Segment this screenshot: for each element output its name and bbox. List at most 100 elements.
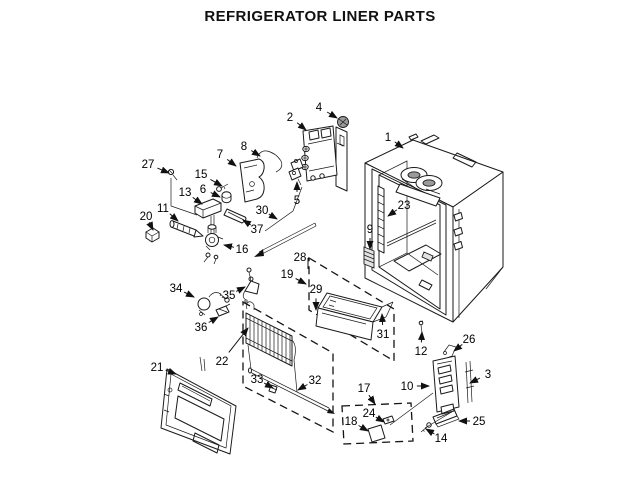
- screw-part-12: [418, 320, 424, 334]
- callout-37: 37: [242, 219, 264, 236]
- svg-text:37: 37: [251, 224, 264, 236]
- svg-text:19: 19: [281, 269, 294, 281]
- svg-text:21: 21: [151, 362, 164, 374]
- callout-22: 22: [216, 327, 249, 368]
- callout-24: 24: [363, 408, 385, 423]
- grommet-part-4: [337, 116, 349, 128]
- fitting-part-36: [215, 303, 231, 317]
- wire-part-8: [256, 150, 283, 173]
- svg-text:13: 13: [179, 187, 192, 199]
- nut-part-6: [221, 191, 232, 204]
- svg-text:5: 5: [294, 195, 300, 207]
- tube-part-28: [254, 222, 317, 257]
- rear-panel-part-21: [160, 356, 237, 455]
- pad-part-18: [367, 424, 386, 443]
- callout-7: 7: [217, 149, 237, 167]
- bracket-part-7: [239, 158, 265, 203]
- mounting-plate: [335, 126, 348, 192]
- clamp-part-34: [197, 292, 230, 316]
- svg-text:20: 20: [140, 211, 153, 223]
- svg-text:30: 30: [256, 205, 269, 217]
- svg-text:12: 12: [415, 346, 428, 358]
- callout-19: 19: [281, 269, 307, 285]
- page-title: REFRIGERATOR LINER PARTS: [204, 8, 436, 25]
- clip-part-24: [382, 415, 395, 425]
- dashed-region-part-17: [341, 402, 414, 445]
- callout-4: 4: [316, 102, 338, 119]
- callout-33: 33: [251, 374, 274, 389]
- svg-text:18: 18: [345, 416, 358, 428]
- svg-text:23: 23: [398, 200, 411, 212]
- callout-26: 26: [453, 334, 476, 352]
- svg-text:35: 35: [223, 290, 236, 302]
- bracket-part-35: [242, 267, 260, 303]
- callout-31: 31: [377, 313, 390, 341]
- callout-11: 11: [157, 203, 179, 222]
- callout-5: 5: [293, 181, 301, 207]
- svg-text:28: 28: [294, 252, 307, 264]
- mounting-lines: [389, 392, 451, 429]
- callout-20: 20: [140, 211, 154, 231]
- air-duct-part-23: [377, 185, 385, 254]
- callout-14: 14: [425, 428, 448, 445]
- callout-8: 8: [241, 141, 261, 157]
- svg-text:2: 2: [287, 112, 293, 124]
- svg-text:34: 34: [170, 283, 183, 295]
- callout-28: 28: [294, 252, 309, 269]
- svg-text:33: 33: [251, 374, 264, 386]
- cylinder-part-37: [223, 208, 247, 224]
- callout-3: 3: [469, 369, 491, 384]
- callout-9: 9: [366, 224, 374, 250]
- svg-text:31: 31: [377, 329, 390, 341]
- callout-23: 23: [387, 200, 411, 217]
- callout-30: 30: [256, 205, 278, 220]
- callout-21: 21: [151, 362, 177, 375]
- callout-18: 18: [345, 416, 369, 432]
- svg-text:36: 36: [195, 322, 208, 334]
- svg-text:16: 16: [236, 244, 249, 256]
- svg-text:8: 8: [241, 141, 247, 153]
- svg-text:4: 4: [316, 102, 323, 114]
- svg-text:15: 15: [195, 169, 208, 181]
- svg-text:27: 27: [142, 159, 155, 171]
- defrost-tube-part-32: [248, 367, 335, 414]
- callout-6: 6: [200, 184, 221, 198]
- svg-text:17: 17: [358, 383, 371, 395]
- svg-text:3: 3: [485, 369, 491, 381]
- svg-text:22: 22: [216, 356, 229, 368]
- svg-text:29: 29: [310, 284, 323, 296]
- svg-text:1: 1: [385, 132, 391, 144]
- callout-15: 15: [195, 169, 223, 187]
- wire-part-30: [264, 186, 303, 232]
- svg-text:26: 26: [463, 334, 476, 346]
- svg-text:7: 7: [217, 149, 223, 161]
- svg-text:9: 9: [367, 224, 373, 236]
- callout-35: 35: [223, 286, 246, 302]
- svg-text:32: 32: [309, 375, 322, 387]
- callout-13: 13: [179, 187, 203, 205]
- callout-16: 16: [223, 243, 249, 256]
- callout-17: 17: [358, 383, 376, 405]
- damper-part-16: [203, 224, 224, 265]
- callout-1: 1: [385, 132, 404, 149]
- fan-housing: [395, 167, 443, 207]
- callout-36: 36: [195, 316, 219, 334]
- heater-tube-part-11: [169, 220, 204, 238]
- callout-32: 32: [297, 375, 322, 391]
- callout-29: 29: [310, 284, 323, 311]
- callout-27: 27: [142, 159, 170, 174]
- svg-text:11: 11: [157, 203, 169, 215]
- callout-2: 2: [287, 112, 307, 131]
- drain-pan-part-31: [315, 292, 394, 341]
- bracket-part-5: [288, 158, 304, 186]
- callout-34: 34: [170, 283, 195, 298]
- svg-text:6: 6: [200, 184, 206, 196]
- dashed-region-evaporator: [242, 300, 334, 434]
- svg-text:10: 10: [401, 381, 414, 393]
- callout-10: 10: [401, 381, 430, 393]
- rail-part-10: [432, 355, 460, 415]
- dashed-region-drain-pan: [308, 256, 395, 363]
- vent-grille-part-9: [363, 246, 375, 269]
